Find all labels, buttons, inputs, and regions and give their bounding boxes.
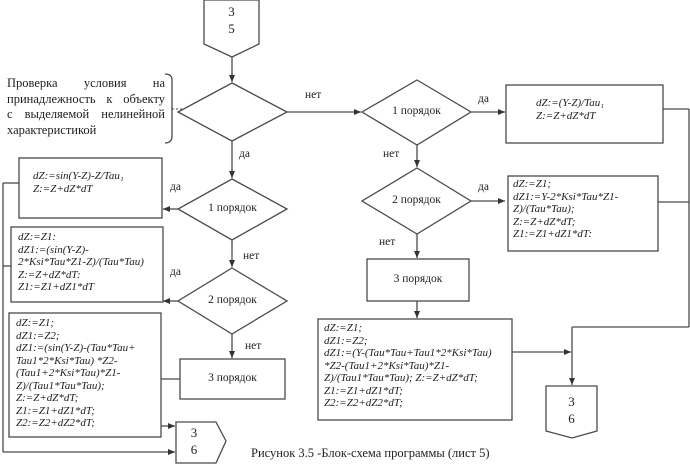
connector-bottom-left-label: 3 6 <box>180 424 208 458</box>
process-right-order3 <box>366 258 470 302</box>
process-left-o2 <box>10 226 164 303</box>
process-left-order3 <box>179 358 286 400</box>
connector-top <box>203 0 260 58</box>
connector-bottom-right-line2: 6 <box>568 411 575 426</box>
decision-main <box>176 82 289 142</box>
code-right-order2: dZ:=Z1; dZ1:=Y-2*Ksi*Tau*Z1- Z)/(Tau*Tau… <box>513 178 619 240</box>
label-left-o1-yes: да <box>170 181 181 193</box>
label-main-yes: да <box>239 148 250 160</box>
label-right-o2-yes: да <box>478 181 489 193</box>
code-right-order3: dZ:=Z1; dZ1:=Z2; dZ1:=(Y-(Tau*Tau+Tau1*2… <box>324 322 492 409</box>
decision-left-order1-label: 1 порядок <box>208 202 257 214</box>
connector-bottom-left-line1: 3 <box>190 425 198 440</box>
label-left-o1-no: нет <box>243 250 260 262</box>
label-left-o2-yes: да <box>170 266 181 278</box>
decision-right-order1-label: 1 порядок <box>392 105 441 117</box>
connector-top-label: 3 5 <box>204 3 259 37</box>
code-left-order2: dZ:=Z1: dZ1:=(sin(Y-Z)- 2*Ksi*Tau*Z1-Z)/… <box>18 231 144 293</box>
process-left-o3 <box>8 312 162 438</box>
label-right-o1-no: нет <box>383 148 400 160</box>
condition-note: Проверка условия на принадлежность к объ… <box>7 76 165 138</box>
label-right-o1-yes: да <box>478 93 489 105</box>
connector-bottom-left-line2: 6 <box>190 442 198 457</box>
note-line: принадлежность к объекту <box>7 91 165 106</box>
note-line: Проверка условия на <box>7 76 165 90</box>
process-right-order3-label: 3 порядок <box>393 273 443 285</box>
label-left-o2-no: нет <box>245 340 262 352</box>
code-left-order1: dZ:=sin(Y-Z)-Z/Tau₁ Z:=Z+dZ*dT <box>33 170 124 195</box>
note-bracket <box>164 73 173 144</box>
note-line: с выделяемой нелинейной <box>7 107 165 121</box>
process-right-o3 <box>317 318 513 421</box>
figure-caption: Рисунок 3.5 -Блок-схема программы (лист … <box>251 446 490 460</box>
process-left-order3-label: 3 порядок <box>208 372 257 384</box>
connector-top-line1: 3 <box>228 4 235 19</box>
note-line: характеристикой <box>7 122 97 137</box>
connector-bottom-right-label: 3 6 <box>546 393 597 427</box>
connector-bottom-right <box>545 385 598 439</box>
connector-bottom-right-line1: 3 <box>568 394 575 409</box>
process-right-o1 <box>505 84 664 144</box>
process-right-o2 <box>507 175 659 252</box>
label-main-no: нет <box>305 89 322 101</box>
connector-bottom-left <box>175 421 227 464</box>
decision-right-order2-label: 2 порядок <box>392 194 441 206</box>
label-right-o2-no: нет <box>379 236 396 248</box>
process-left-o1 <box>18 157 163 219</box>
connector-top-line2: 5 <box>228 21 235 36</box>
code-left-order3: dZ:=Z1; dZ1:=Z2; dZ1:=(sin(Y-Z)-(Tau*Tau… <box>16 317 136 429</box>
code-right-order1: dZ:=(Y-Z)/Tau₁ Z:=Z+dZ*dT <box>536 97 605 122</box>
decision-left-order2-label: 2 порядок <box>208 294 257 306</box>
